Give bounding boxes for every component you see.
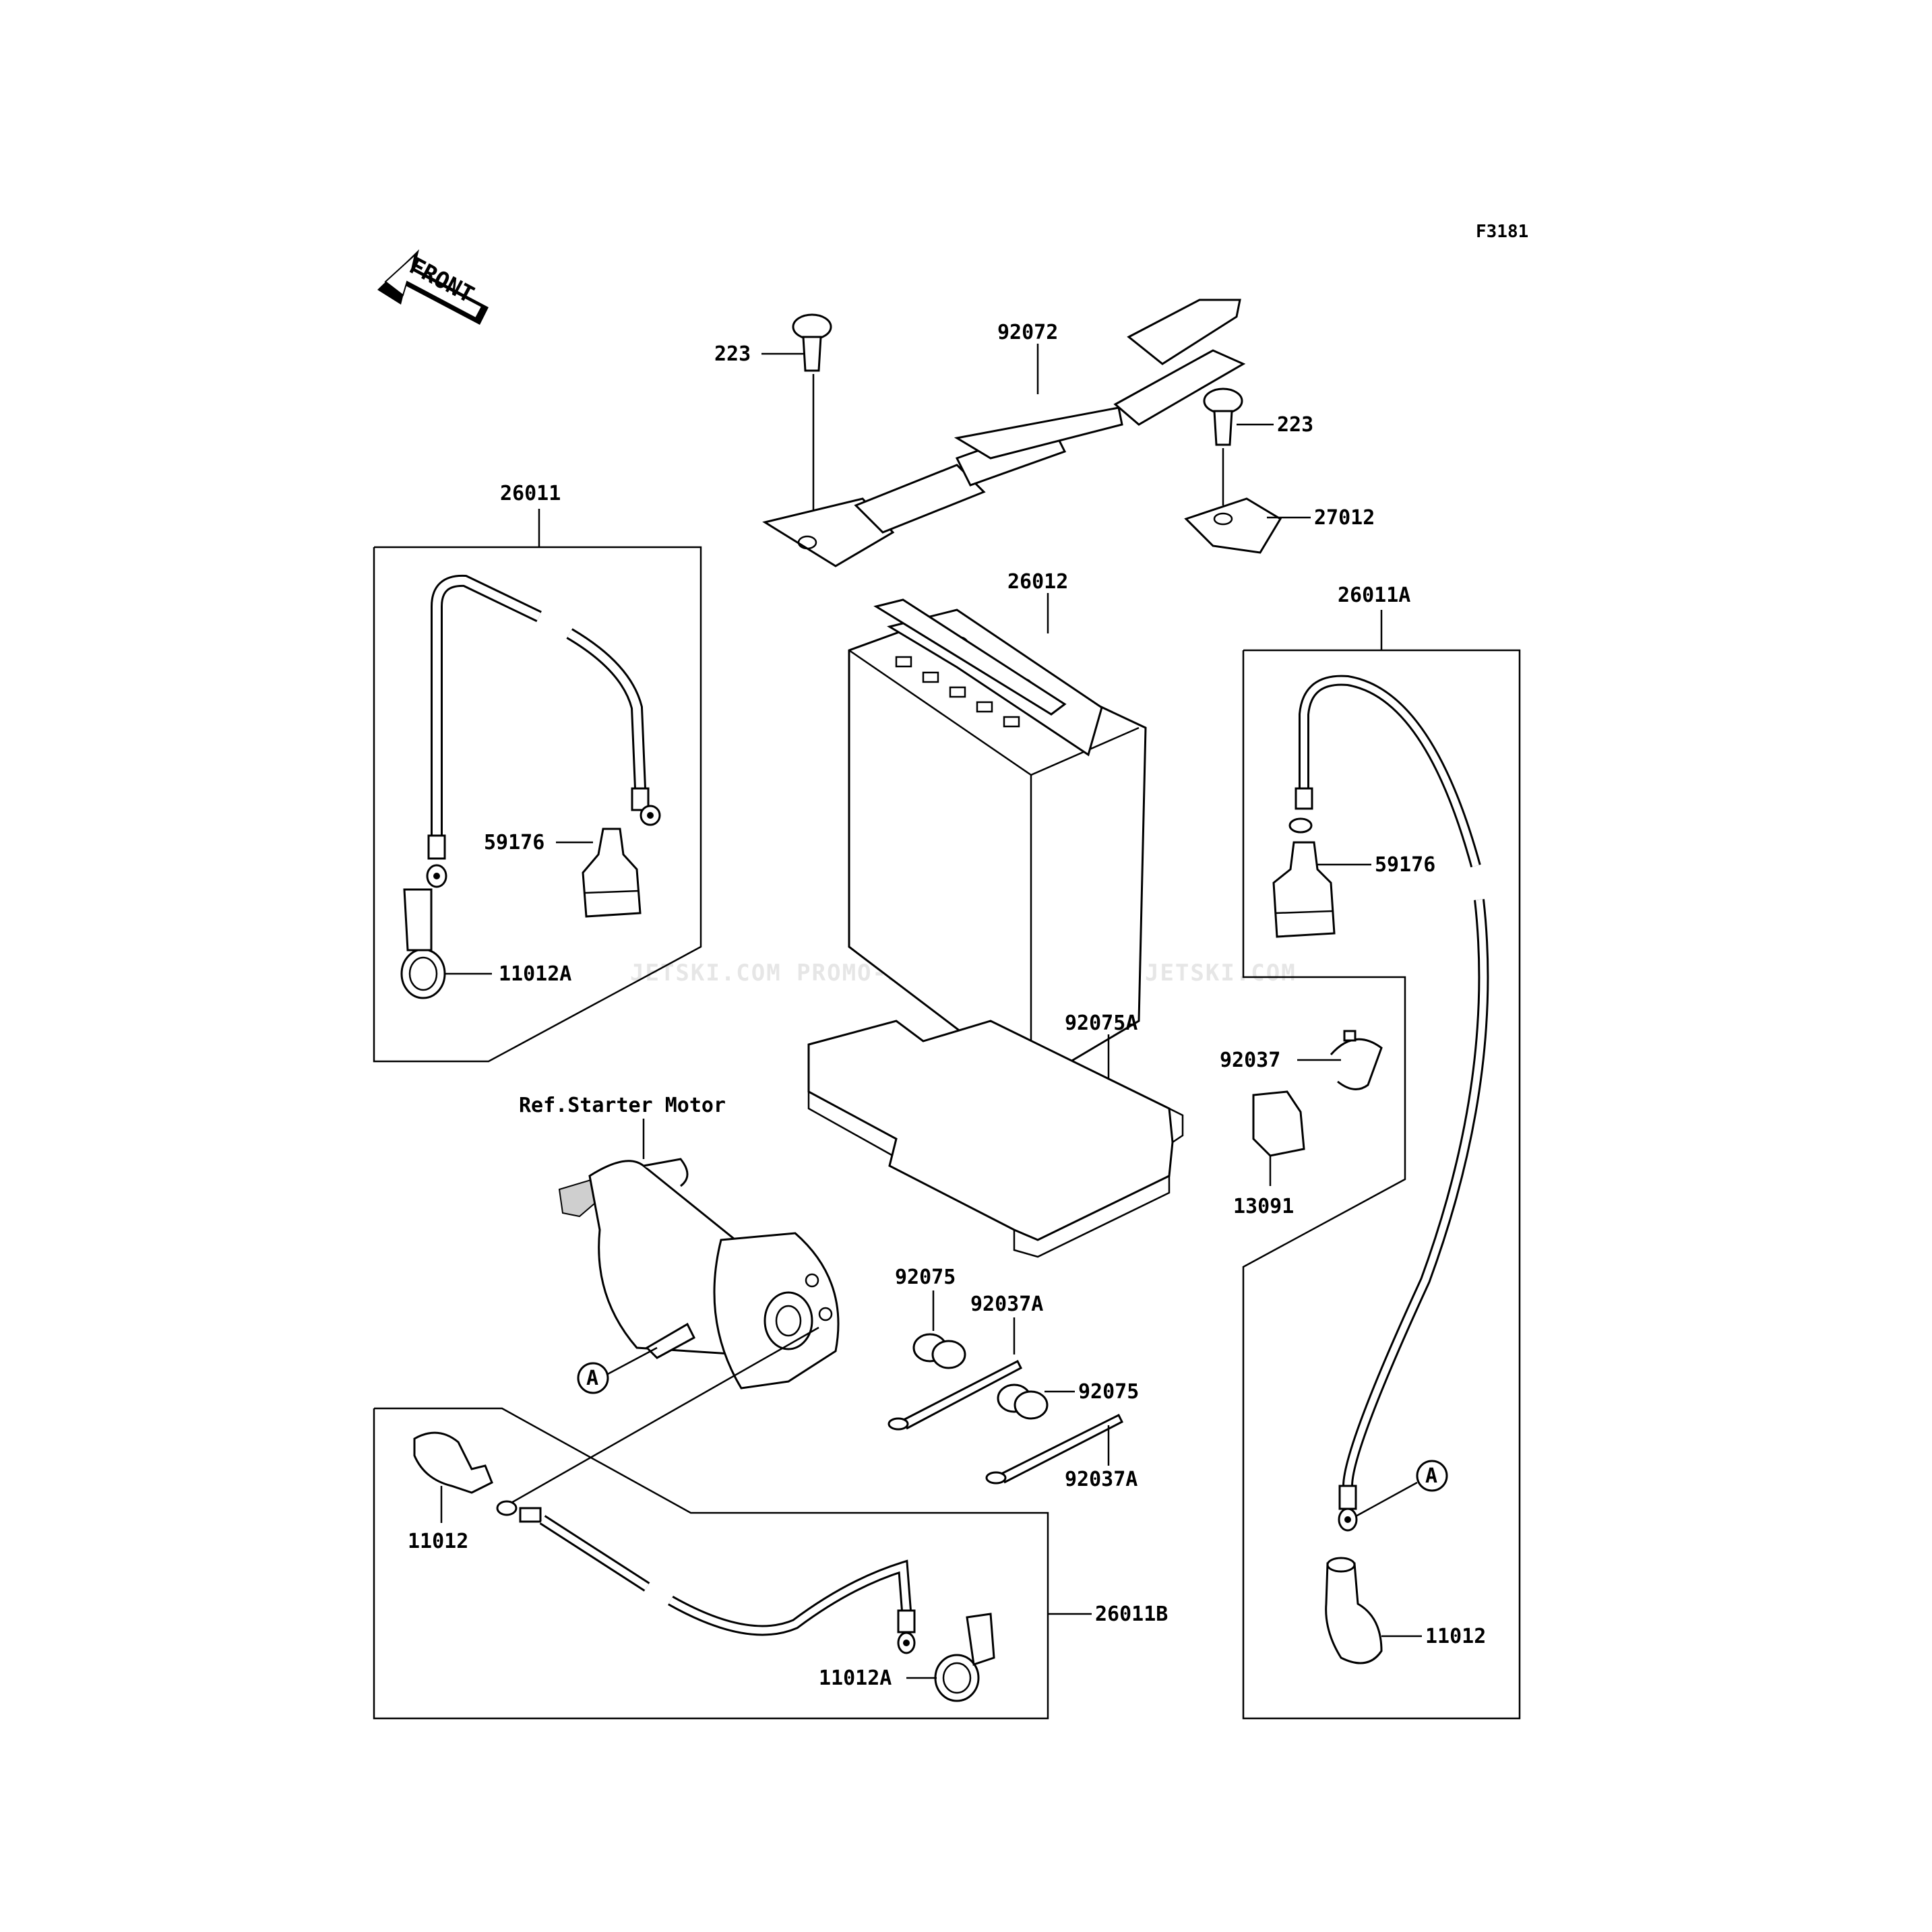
part-223-left-label: 223: [714, 342, 751, 366]
part-11012-bottom-left-label: 11012: [408, 1530, 468, 1553]
callout-a-left: A: [586, 1367, 598, 1390]
part-223-right-label: 223: [1277, 413, 1313, 437]
figure-code: F3181: [1476, 222, 1528, 242]
part-59176-left-label: 59176: [484, 831, 544, 854]
battery-pad: 92075A: [807, 1011, 1184, 1258]
part-26011-label: 26011: [500, 482, 561, 505]
part-59176-right-label: 59176: [1375, 853, 1435, 877]
part-27012-label: 27012: [1314, 506, 1375, 530]
reference-starter-motor-label: Ref.Starter Motor: [519, 1094, 726, 1117]
part-92072-label: 92072: [997, 321, 1058, 344]
cable-group-right: 26011A 59176 92037 13091 A 11012: [1220, 584, 1521, 1720]
part-11012A-left-label: 11012A: [499, 962, 571, 986]
front-arrow-icon: FRONT: [377, 249, 489, 325]
cable-group-bottom: 26011B 11012 11012A: [373, 1326, 1168, 1720]
battery: 26012: [848, 570, 1147, 1086]
part-92075-lower-label: 92075: [1078, 1380, 1139, 1404]
part-11012-right-label: 11012: [1425, 1625, 1486, 1648]
part-92037A-lower-label: 92037A: [1065, 1468, 1138, 1491]
part-92037A-upper-label: 92037A: [970, 1292, 1043, 1316]
part-92037-label: 92037: [1220, 1049, 1280, 1072]
part-92075-upper-label: 92075: [895, 1266, 956, 1289]
part-26011B-label: 26011B: [1095, 1602, 1168, 1626]
part-11012A-bottom-label: 11012A: [819, 1666, 892, 1690]
part-26011A-label: 26011A: [1338, 584, 1410, 607]
part-92075A-label: 92075A: [1065, 1011, 1138, 1035]
starter-motor: Ref.Starter Motor A: [519, 1094, 840, 1394]
strap-assembly: 223 92072 223 27012: [714, 299, 1375, 567]
cable-group-left: 26011 59176 11012A: [373, 482, 702, 1063]
part-13091-label: 13091: [1233, 1195, 1294, 1218]
callout-a-right: A: [1425, 1464, 1437, 1488]
mounting-hardware: 92075 92037A 92075 92037A: [887, 1266, 1139, 1491]
part-26012-label: 26012: [1007, 570, 1068, 594]
